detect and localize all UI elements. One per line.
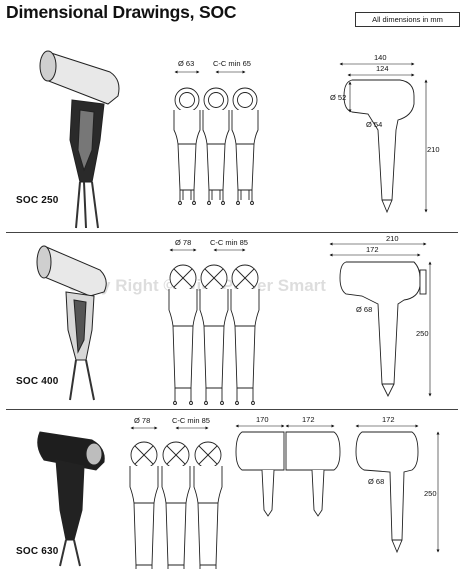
soc-630-width-a: 170 (256, 415, 269, 424)
soc-250-dia-1: Ø 52 (330, 93, 346, 102)
soc-630-height: 250 (424, 489, 437, 498)
page-title: Dimensional Drawings, SOC (6, 2, 237, 22)
soc-630-cc: C-C min 85 (172, 416, 210, 425)
soc-630-photo (37, 431, 105, 567)
section-divider-1 (6, 232, 458, 233)
soc-400-diameter: Ø 78 (175, 238, 191, 247)
soc-250-front-view: Ø 63 C-C min 65 (173, 59, 259, 205)
soc-400-dia: Ø 68 (356, 305, 372, 314)
soc-250-diameter: Ø 63 (178, 59, 194, 68)
soc-400-photo (36, 245, 107, 401)
soc-250-label: SOC 250 (16, 195, 59, 206)
soc-630-front-view: Ø 78 C-C min 85 (129, 416, 223, 569)
soc-250-cc: C-C min 65 (213, 59, 251, 68)
soc-250-side-view: 140 124 Ø 52 Ø 54 210 (330, 53, 440, 214)
section-divider-2 (6, 409, 458, 410)
watermark: Copy Right © Wire Power Smart (68, 276, 326, 295)
soc-250-photo (39, 50, 120, 229)
soc-250-width-inner: 124 (376, 64, 389, 73)
soc-400-label: SOC 400 (16, 376, 59, 387)
soc-400-height: 250 (416, 329, 429, 338)
soc-630-diameter: Ø 78 (134, 416, 150, 425)
soc-630-label: SOC 630 (16, 546, 59, 557)
soc-630-dia: Ø 68 (368, 477, 384, 486)
dimensions-note: All dimensions in mm (355, 12, 460, 27)
soc-250-width-outer: 140 (374, 53, 387, 62)
soc-250-dia-2: Ø 54 (366, 120, 382, 129)
soc-250-height: 210 (427, 145, 440, 154)
soc-400-width-outer: 210 (386, 234, 399, 243)
soc-630-coupled-view: 170 172 (235, 415, 341, 517)
soc-400-side-view: 210 172 Ø 68 250 (329, 234, 432, 398)
soc-400-width-inner: 172 (366, 245, 379, 254)
soc-400-front-view: Ø 78 C-C min 85 (168, 238, 260, 405)
soc-630-width-b: 172 (302, 415, 315, 424)
soc-400-cc: C-C min 85 (210, 238, 248, 247)
soc-630-width-c: 172 (382, 415, 395, 424)
soc-630-side-view: 172 Ø 68 250 (355, 415, 440, 554)
